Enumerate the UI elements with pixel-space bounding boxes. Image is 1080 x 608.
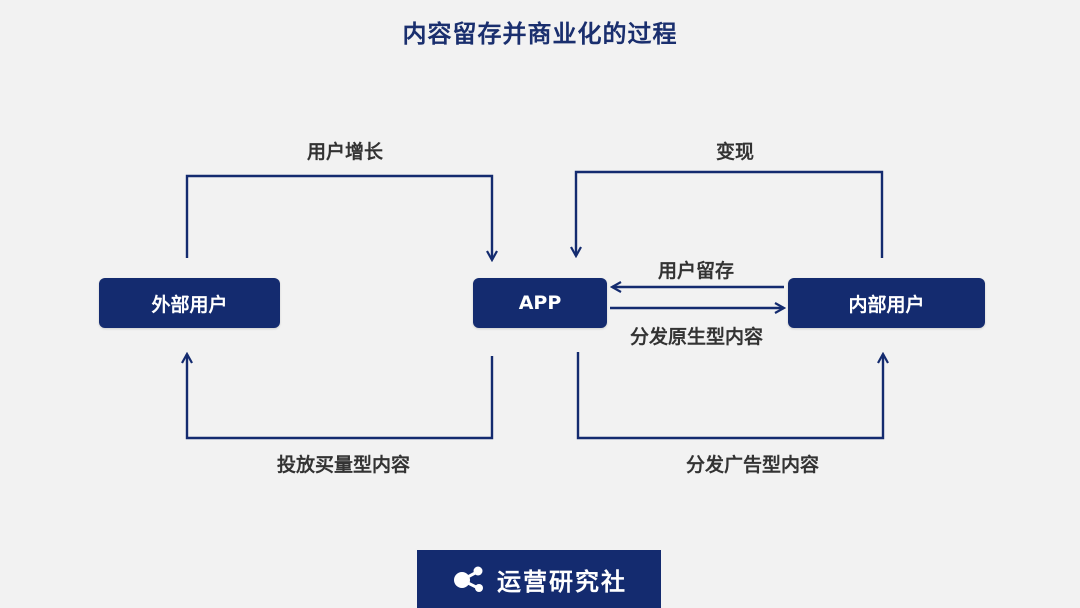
brand-name: 运营研究社 (497, 567, 627, 596)
arrow-distribute-ads (576, 352, 883, 440)
arrow-user-growth (185, 174, 492, 260)
label-distribute-ads: 分发广告型内容 (686, 454, 820, 476)
node-internal-users: 内部用户 (788, 278, 985, 328)
diagram-title: 内容留存并商业化的过程 (402, 20, 678, 48)
label-monetization: 变现 (716, 141, 755, 163)
label-paid-content: 投放买量型内容 (277, 454, 411, 476)
label-user-growth: 用户增长 (307, 141, 384, 163)
arrow-paid-content (187, 354, 494, 440)
node-app: APP (473, 278, 607, 328)
brand-logo: 运营研究社 (417, 550, 661, 608)
arrow-monetization (576, 170, 884, 258)
node-external-users: 外部用户 (99, 278, 280, 328)
label-user-retention: 用户留存 (658, 260, 735, 282)
molecule-icon (454, 566, 483, 592)
label-distribute-native: 分发原生型内容 (630, 326, 764, 348)
